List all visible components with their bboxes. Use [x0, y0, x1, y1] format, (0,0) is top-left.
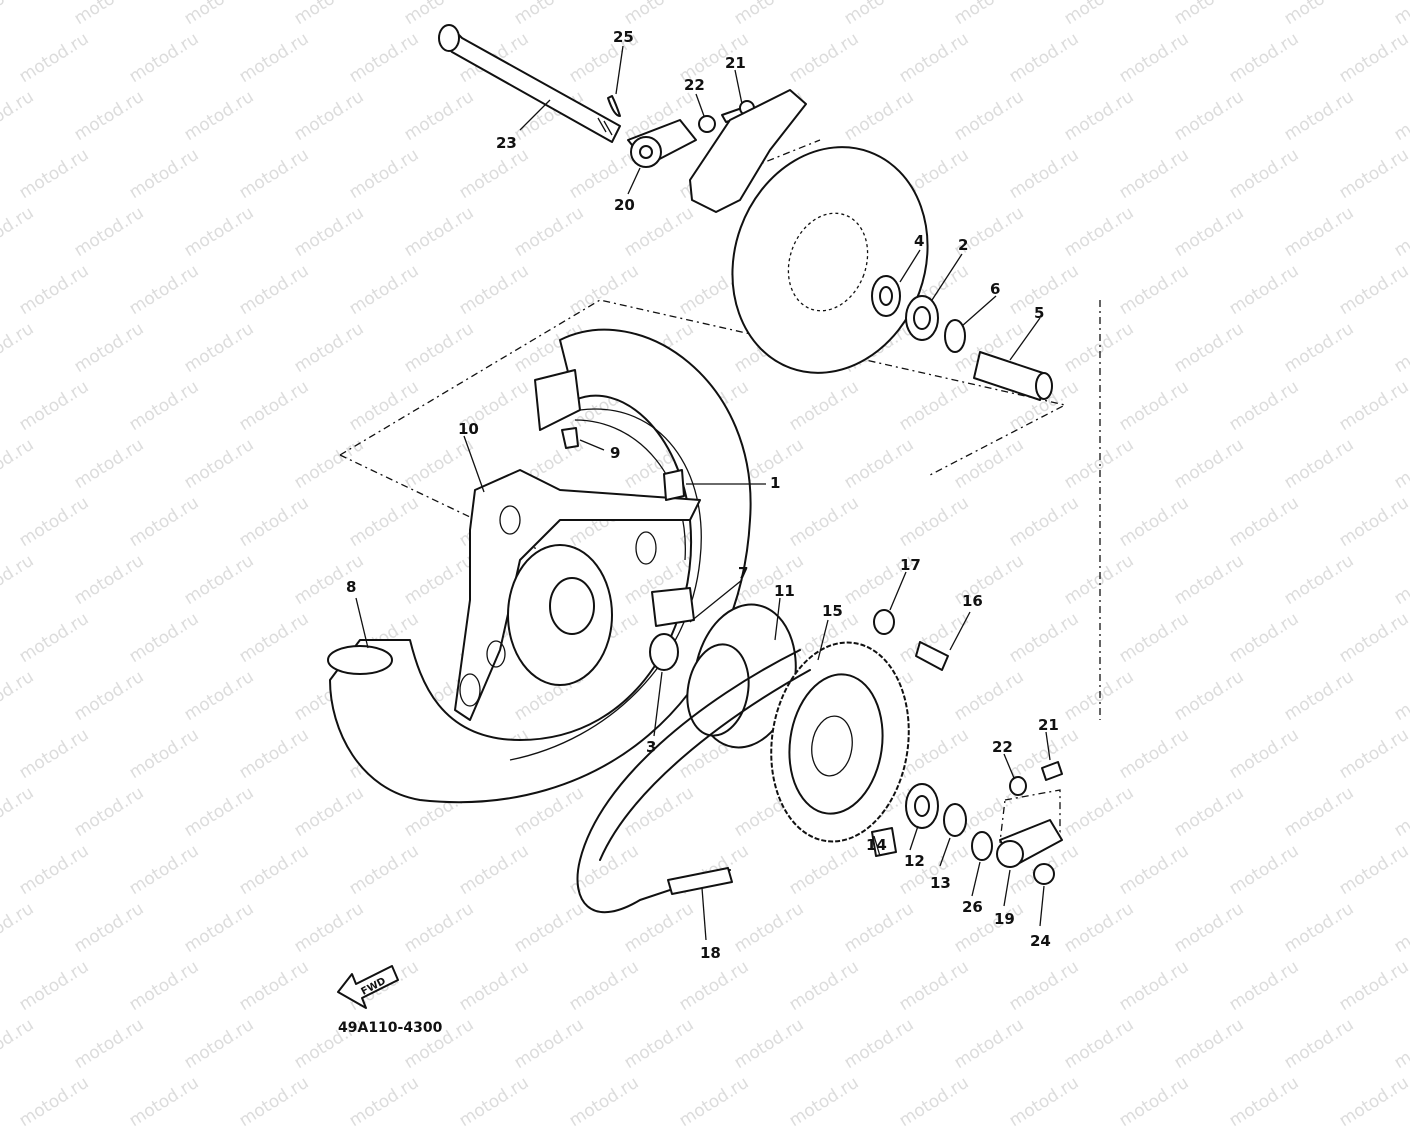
callout-8: 8 [346, 578, 356, 596]
chain-joint [667, 867, 733, 895]
callout-18: 18 [700, 944, 721, 962]
hub-parts-right [871, 761, 1063, 885]
watermark-text: motod.ru [1115, 1072, 1193, 1131]
caliper-bracket [689, 89, 807, 213]
watermark-text: motod.ru [455, 1072, 533, 1131]
fwd-arrow: FWD [337, 965, 399, 1009]
callout-13: 13 [930, 874, 951, 892]
valve [561, 427, 579, 449]
watermark-text: motod.ru [15, 1072, 93, 1131]
callout-24: 24 [1030, 932, 1051, 950]
hub-bearings-left [871, 275, 1053, 401]
watermark-text: motod.ru [1005, 1072, 1083, 1131]
brake-disc [731, 146, 929, 374]
callout-19: 19 [994, 910, 1015, 928]
callout-2: 2 [958, 236, 968, 254]
chain-puller-top [627, 119, 697, 168]
callout-16: 16 [962, 592, 983, 610]
watermark-text: motod.ru [125, 1072, 203, 1131]
callout-12: 12 [904, 852, 925, 870]
callout-17: 17 [900, 556, 921, 574]
callout-3: 3 [646, 738, 656, 756]
balance-weight [663, 469, 685, 501]
nut-top [698, 115, 716, 133]
drive-chain [576, 649, 801, 914]
callout-7: 7 [738, 564, 748, 582]
sprocket-nut [873, 609, 895, 635]
watermark-text: motod.ru [895, 1072, 973, 1131]
callout-5: 5 [1034, 304, 1044, 322]
callout-22: 22 [992, 738, 1013, 756]
assembly-outline [339, 139, 1101, 843]
leader-lines [355, 45, 1051, 941]
sprocket-bolt [915, 641, 949, 671]
callout-20: 20 [614, 196, 635, 214]
callout-1: 1 [770, 474, 780, 492]
watermark-text: motod.ru [345, 1072, 423, 1131]
callout-25: 25 [613, 28, 634, 46]
rear-axle [438, 24, 621, 143]
watermark-text: motod.ru [675, 1072, 753, 1131]
collar [649, 633, 679, 671]
watermark-text: motod.ru [785, 1072, 863, 1131]
callout-4: 4 [914, 232, 924, 250]
callout-15: 15 [822, 602, 843, 620]
watermark-text: motod.ru [235, 1072, 313, 1131]
callout-21: 21 [1038, 716, 1059, 734]
callout-14: 14 [866, 836, 887, 854]
callout-21: 21 [725, 54, 746, 72]
callout-26: 26 [962, 898, 983, 916]
sprocket [770, 641, 910, 843]
cotter-pin [607, 95, 621, 117]
callout-10: 10 [458, 420, 479, 438]
callout-23: 23 [496, 134, 517, 152]
rear-wheel [327, 328, 752, 804]
watermark-text: motod.ru [1225, 1072, 1303, 1131]
callout-9: 9 [610, 444, 620, 462]
callout-6: 6 [990, 280, 1000, 298]
callout-11: 11 [774, 582, 795, 600]
spacer [651, 587, 695, 627]
diagram-code: 49A110-4300 [338, 1020, 443, 1036]
watermark-text: motod.ru [565, 1072, 643, 1131]
callout-22: 22 [684, 76, 705, 94]
clutch-hub [686, 603, 797, 749]
watermark-text: motod.ru [1335, 1072, 1410, 1131]
